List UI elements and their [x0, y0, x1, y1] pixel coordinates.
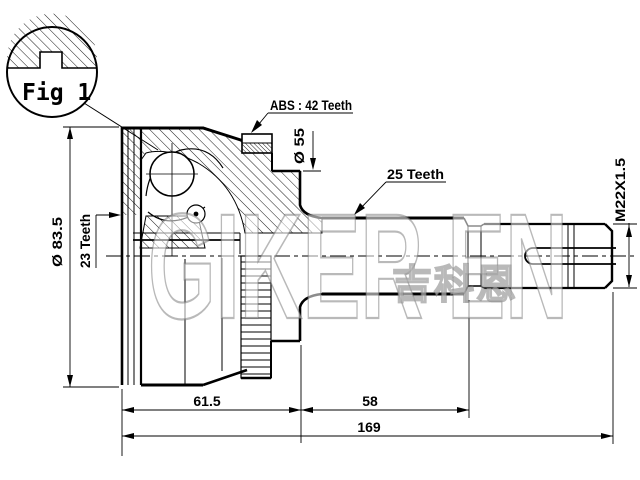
dim-body-diameter: Ø 83.5: [49, 126, 119, 388]
arrow-down: [67, 375, 73, 387]
fig-badge-circle: [6, 26, 98, 118]
housing-length-value: 61.5: [193, 393, 220, 409]
arrow-down: [310, 158, 316, 170]
collar-diameter-label: Ø 55: [291, 128, 307, 164]
overall-length-value: 169: [357, 419, 381, 435]
abs-ring-teeth-band: [240, 255, 272, 379]
fig-badge-hatch: [7, 13, 97, 69]
circlip-groove-bottom: [463, 285, 485, 295]
body-diameter-label: Ø 83.5: [49, 217, 65, 267]
dim-shaft-length: 58: [301, 393, 469, 413]
watermark-chinese: 吉科恩: [392, 263, 518, 307]
arrow-down: [626, 275, 632, 287]
label-inner-spline: 23 Teeth: [77, 212, 121, 268]
dim-thread: M22X1.5: [612, 158, 637, 289]
figure-label: Fig 1: [22, 80, 91, 106]
dim-housing-length: 61.5: [122, 393, 301, 413]
rim-section-hatch: [122, 127, 141, 215]
spline-shaft: [322, 216, 605, 296]
arrow-right: [289, 407, 301, 413]
dim-overall-length: 169: [122, 419, 613, 439]
housing-top-edge: [122, 126, 248, 144]
abs-tone-ring: [240, 133, 273, 380]
circlip-groove-top: [463, 217, 485, 227]
arrow-right: [457, 407, 469, 413]
arrow-left: [122, 407, 134, 413]
outer-spline-label: 25 Teeth: [387, 166, 444, 182]
arrow-right: [601, 433, 613, 439]
inner-spline-label: 23 Teeth: [77, 214, 93, 268]
watermark-brand: GIKER EN: [148, 182, 568, 350]
leader-arrow: [251, 120, 262, 133]
fig-badge-spline-profile: [8, 51, 96, 69]
dim-bottom-group: 61.5 58 169: [121, 292, 614, 456]
arrow-left: [301, 407, 313, 413]
watermark: GIKER EN 吉科恩: [147, 181, 569, 351]
arrow-up: [67, 127, 73, 139]
ball-bearing-assembly: [133, 143, 241, 256]
dim-collar-diameter: Ø 55: [291, 128, 321, 172]
shaft-length-value: 58: [362, 393, 378, 409]
arrow-left: [122, 433, 134, 439]
housing-bottom-chamfer: [202, 368, 248, 387]
cage-window-dot: [193, 211, 199, 217]
label-outer-spline: 25 Teeth: [354, 166, 446, 215]
keyway-slot: [524, 247, 616, 265]
fig-badge-key-tab: [40, 52, 62, 68]
collar-right-face-top: [298, 171, 323, 220]
label-abs-ring: ABS : 42 Teeth: [251, 97, 353, 133]
collar-right-face-bottom: [298, 292, 323, 341]
abs-ring-section-hatch: [241, 142, 273, 154]
joint-housing: [120, 126, 323, 387]
leader-arrow: [109, 212, 121, 218]
leader-arrow: [354, 203, 365, 215]
thread-label: M22X1.5: [612, 158, 628, 222]
abs-ring-label: ABS : 42 Teeth: [270, 97, 352, 113]
arrow-up: [626, 225, 632, 237]
